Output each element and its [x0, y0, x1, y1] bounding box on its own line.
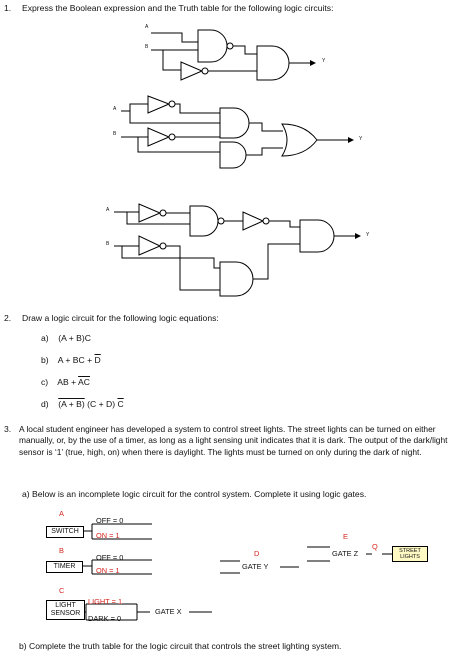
q1-number: 1.: [4, 3, 12, 13]
circuit-1-nand-gate: [197, 29, 228, 63]
q2-item-a-expr: (A + B)C: [58, 333, 91, 343]
gate-x-label: GATE X: [155, 607, 182, 616]
circuit-2-not-gate-b: [147, 127, 171, 147]
e-label: E: [343, 532, 348, 541]
q2-item-c-expr: AB +: [57, 377, 79, 387]
light-sensor-line-2: SENSOR: [50, 610, 81, 617]
d-label: D: [254, 549, 260, 558]
switch-letter-a: A: [59, 509, 64, 518]
timer-box: TIMER: [46, 561, 83, 573]
q-label: Q: [372, 542, 378, 551]
q2-item-c-label: c): [41, 377, 49, 387]
circuit-3-not-gate-b: [138, 235, 162, 256]
q2-item-b-expr-bar: D: [94, 355, 101, 365]
circuit-2-not-gate-a: [147, 95, 171, 114]
circuit-2-and-gate-2: [219, 141, 247, 169]
circuit-1-and-gate: [256, 45, 290, 81]
street-lights-line-1: STREET: [399, 548, 421, 554]
q2-item-b-label: b): [41, 355, 49, 365]
circuit-1-input-b: B: [145, 44, 149, 50]
q2-item-b: b) A + BC + D: [41, 355, 101, 365]
circuit-2-input-b: B: [113, 131, 117, 137]
gate-y-label: GATE Y: [242, 562, 269, 571]
circuit-3-not-gate-a: [138, 203, 162, 223]
q2-item-a-label: a): [41, 333, 49, 343]
q3-number: 3.: [4, 424, 12, 434]
switch-off-label: OFF = 0: [96, 516, 124, 525]
sensor-letter-c: C: [59, 586, 65, 595]
q1-text: Express the Boolean expression and the T…: [22, 3, 334, 13]
timer-letter-b: B: [59, 546, 64, 555]
q2-item-a: a) (A + B)C: [41, 333, 91, 343]
q2-item-d: d) (A + B) (C + D) C: [41, 399, 124, 409]
switch-on-label: ON = 1: [96, 531, 120, 540]
circuit-1-not-gate: [180, 61, 204, 81]
circuit-3-and-gate-final: [299, 219, 335, 253]
circuit-2-and-gate-1: [219, 107, 250, 139]
timer-off-label: OFF = 0: [96, 553, 124, 562]
circuit-3-output-y: Y: [366, 232, 370, 238]
light-sensor-line-1: LIGHT: [55, 602, 76, 609]
circuit-3-input-b: B: [106, 241, 110, 247]
q2-item-c-expr-bar: AC: [78, 377, 90, 387]
sensor-light-label: LIGHT = 1: [88, 597, 123, 606]
circuit-3-not-gate-c: [242, 211, 265, 231]
circuit-3-input-a: A: [106, 207, 110, 213]
circuit-2-or-gate: [281, 123, 318, 157]
q2-number: 2.: [4, 313, 12, 323]
circuit-3-and-gate-lower: [219, 261, 254, 297]
q2-item-d-expr-bar-2: C: [117, 399, 124, 409]
q2-item-c: c) AB + AC: [41, 377, 90, 387]
sensor-dark-label: DARK = 0: [88, 614, 122, 623]
q3-part-b: b) Complete the truth table for the logi…: [19, 641, 342, 651]
light-sensor-box: LIGHT SENSOR: [46, 600, 85, 620]
q2-item-d-expr-mid: (C + D): [84, 399, 118, 409]
circuit-2-input-a: A: [113, 106, 117, 112]
q3-text: A local student engineer has developed a…: [19, 424, 448, 457]
street-lights-box: STREET LIGHTS: [392, 546, 428, 562]
q2-item-d-expr-bar-1: (A + B): [58, 399, 85, 409]
street-lights-line-2: LIGHTS: [400, 554, 420, 560]
q2-item-b-expr: A + BC +: [57, 355, 95, 365]
timer-on-label: ON = 1: [96, 566, 120, 575]
circuit-1-output-y: Y: [322, 58, 326, 64]
switch-box: SWITCH: [46, 526, 84, 538]
q3-part-a: a) Below is an incomplete logic circuit …: [22, 489, 367, 499]
circuit-2-output-y: Y: [359, 136, 363, 142]
circuit-1-input-a: A: [145, 24, 149, 30]
gate-z-label: GATE Z: [332, 549, 359, 558]
q2-item-d-label: d): [41, 399, 49, 409]
q2-text: Draw a logic circuit for the following l…: [22, 313, 219, 323]
